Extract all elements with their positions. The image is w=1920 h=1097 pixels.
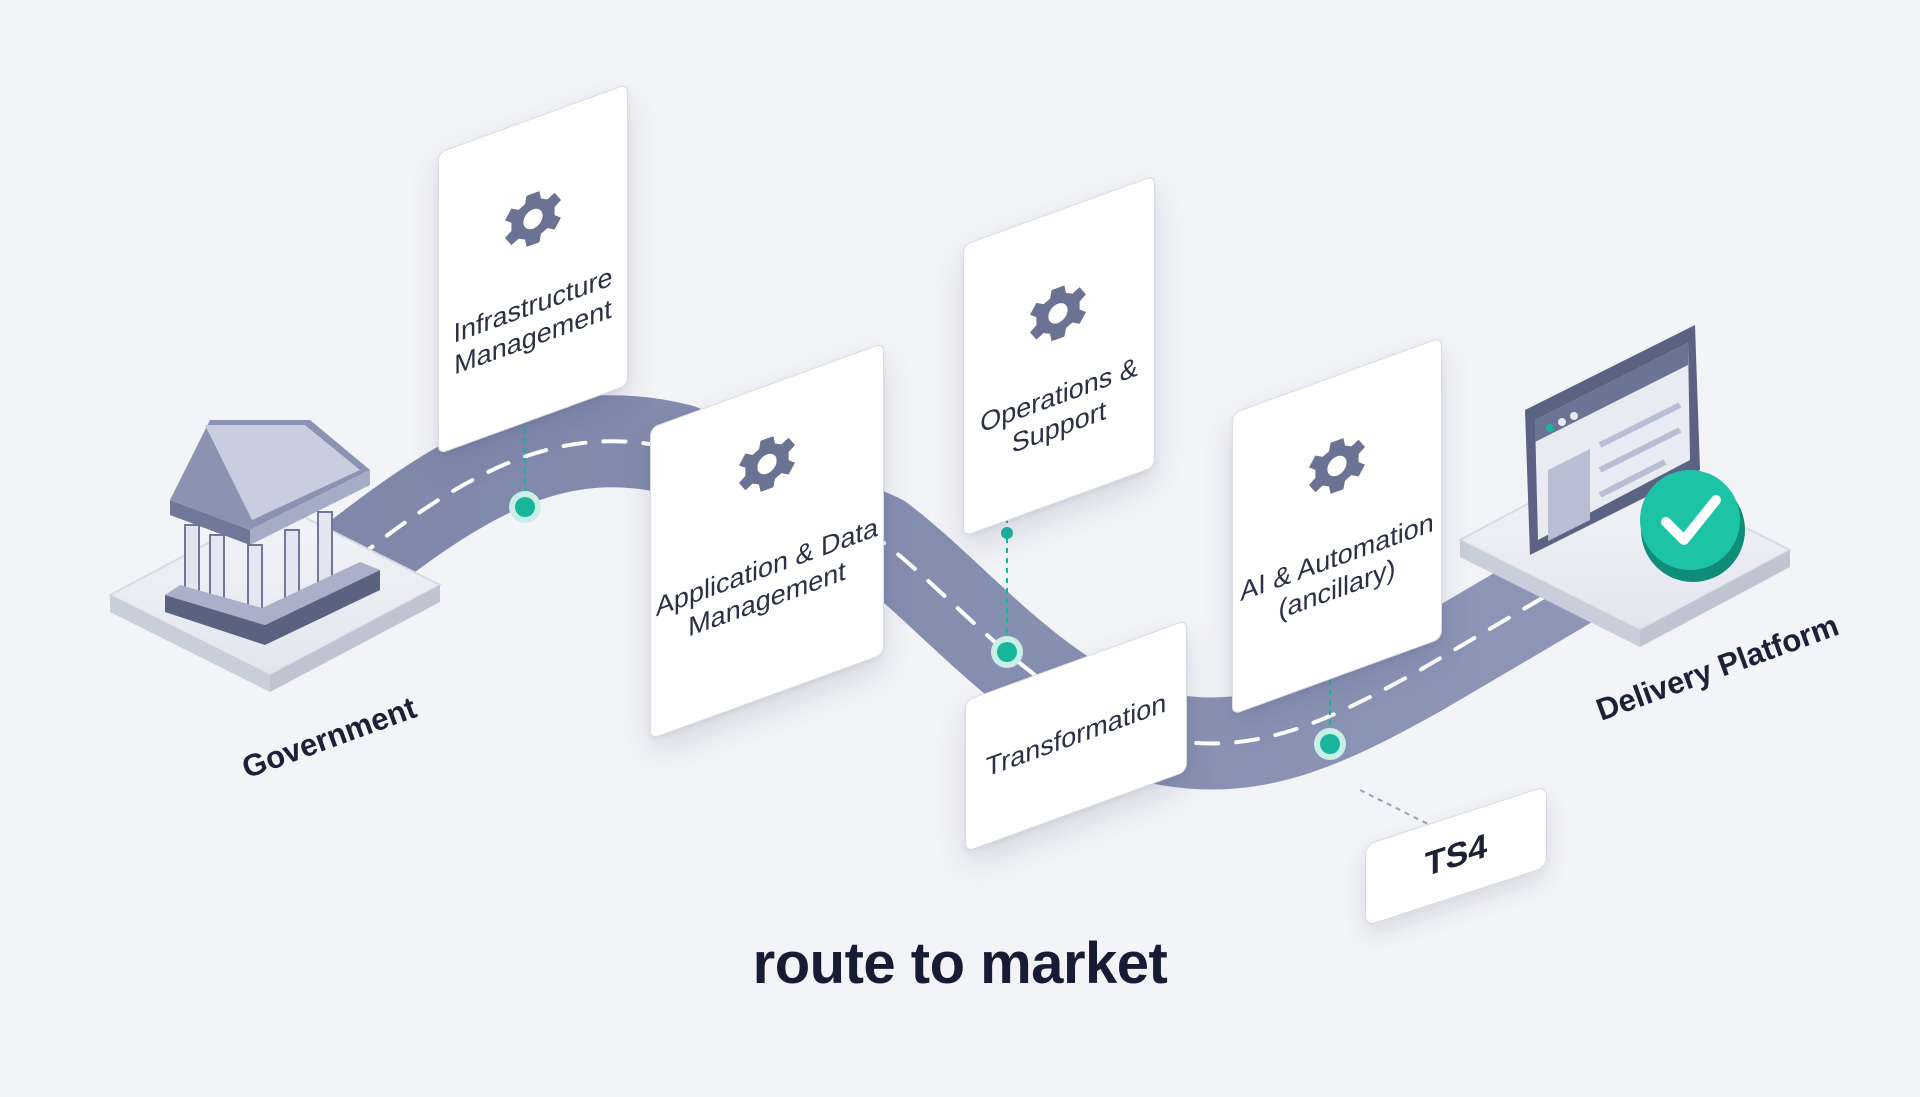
card-operations-support: Operations & Support (963, 175, 1155, 537)
card-label-line1: Transformation (985, 687, 1167, 783)
gear-icon (1030, 285, 1086, 342)
card-infrastructure-management: Infrastructure Management (438, 83, 628, 455)
browser-window-icon (1525, 325, 1700, 555)
checkmark-icon (1640, 470, 1745, 582)
card-ai-automation: AI & Automation (ancillary) (1232, 336, 1442, 716)
government-building-icon (165, 420, 380, 645)
page-title: route to market (752, 931, 1168, 996)
gear-icon (505, 191, 561, 247)
card-application-data-management: Application & Data Management (650, 342, 884, 740)
gear-icon (1309, 438, 1365, 494)
road-center-dashes (353, 439, 1592, 746)
gear-icon (739, 436, 795, 492)
